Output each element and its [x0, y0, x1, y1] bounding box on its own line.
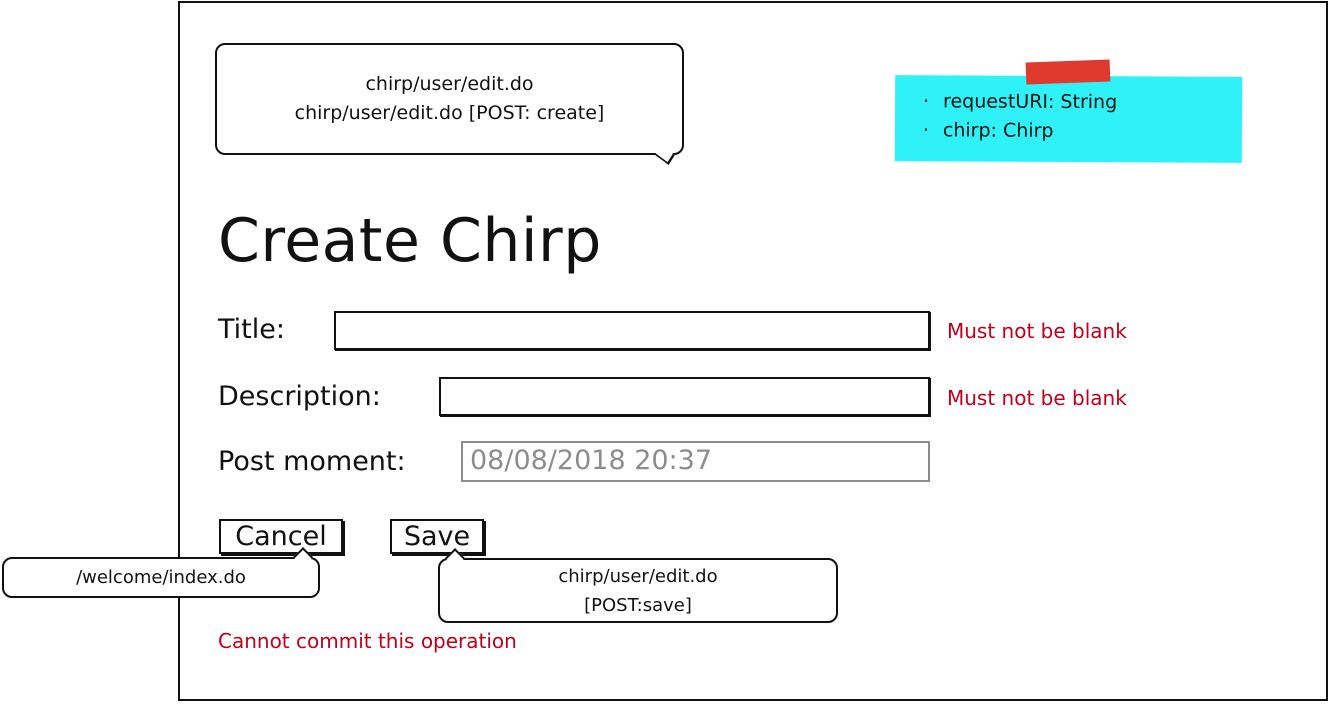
description-input[interactable] [439, 377, 930, 416]
url-callout-top: chirp/user/edit.do chirp/user/edit.do [P… [215, 43, 684, 165]
cancel-button[interactable]: Cancel [219, 519, 343, 554]
description-error: Must not be blank [947, 386, 1127, 410]
list-item: · requestURI: String [921, 87, 1242, 118]
model-attributes-list: · requestURI: String · chirp: Chirp [921, 87, 1242, 147]
callout-line: chirp/user/edit.do [365, 73, 534, 95]
callout-line: chirp/user/edit.do [POST: create] [294, 102, 605, 124]
list-item: · chirp: Chirp [921, 116, 1242, 147]
description-label: Description: [218, 381, 381, 412]
page-title: Create Chirp [218, 206, 602, 276]
list-item-label: chirp: Chirp [942, 119, 1054, 142]
callout-line: [POST:save] [584, 594, 692, 616]
title-error: Must not be blank [947, 319, 1127, 343]
list-item-label: requestURI: String [943, 90, 1118, 114]
save-button[interactable]: Save [390, 519, 484, 554]
sticky-note-tape [1025, 59, 1111, 85]
title-label: Title: [218, 314, 285, 345]
callout-line: chirp/user/edit.do [558, 565, 718, 587]
callout-line: /welcome/index.do [76, 567, 246, 588]
url-callout-save: chirp/user/edit.do [POST:save] [438, 548, 838, 623]
title-input[interactable] [334, 311, 930, 350]
bullet: · [923, 90, 930, 113]
bullet: · [922, 119, 930, 142]
sticky-note: · requestURI: String · chirp: Chirp [894, 75, 1243, 163]
post-moment-label: Post moment: [218, 446, 406, 477]
global-error-message: Cannot commit this operation [218, 629, 517, 653]
url-callout-cancel: /welcome/index.do [2, 547, 320, 598]
post-moment-field: 08/08/2018 20:37 [461, 441, 930, 482]
